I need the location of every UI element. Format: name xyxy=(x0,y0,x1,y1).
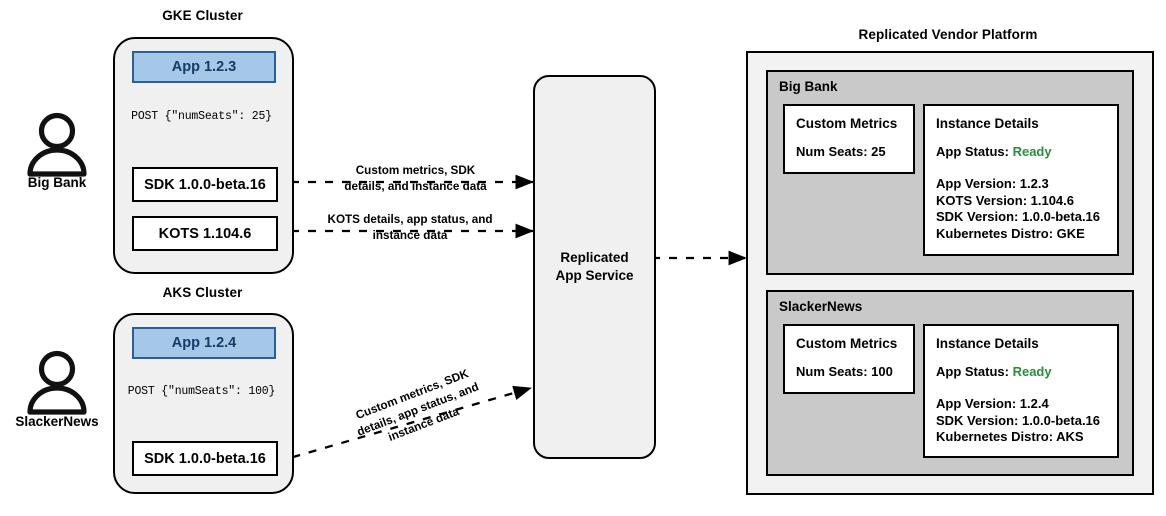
instance-details-panel-slackernews: Instance Details App Status: Ready App V… xyxy=(923,324,1119,458)
persona-label-big-bank: Big Bank xyxy=(27,175,87,190)
custom-metrics-title-slackernews: Custom Metrics xyxy=(796,336,898,351)
sdk-box-aks[interactable]: SDK 1.0.0-beta.16 xyxy=(132,441,278,476)
instance-details-panel-big-bank: Instance Details App Status: Ready App V… xyxy=(923,104,1119,256)
instance-details-row: SDK Version: 1.0.0-beta.16 xyxy=(936,209,1101,225)
person-icon xyxy=(27,350,87,415)
edge-label-kots-details: KOTS details, app status, and instance d… xyxy=(310,212,510,244)
platform-title: Replicated Vendor Platform xyxy=(858,27,1038,42)
custom-metrics-row-num-seats-slackernews: Num Seats: 100 xyxy=(796,364,893,379)
instance-details-row: KOTS Version: 1.104.6 xyxy=(936,192,1075,208)
edge-label-kots-details-line1: KOTS details, app status, and xyxy=(327,213,493,226)
replicated-app-service[interactable]: Replicated App Service xyxy=(533,75,656,459)
post-label-gke: POST {"numSeats": 25} xyxy=(131,110,272,123)
status-badge-big-bank: Ready xyxy=(1012,144,1052,159)
instance-details-title-big-bank: Instance Details xyxy=(936,116,1039,131)
app-box-aks-label: App 1.2.4 xyxy=(171,335,237,351)
custom-metrics-panel-slackernews: Custom Metrics Num Seats: 100 xyxy=(783,324,915,394)
kots-box-gke[interactable]: KOTS 1.104.6 xyxy=(132,216,278,251)
custom-metrics-title-big-bank: Custom Metrics xyxy=(796,116,898,131)
instance-details-status-label-big-bank: App Status: xyxy=(936,144,1009,159)
persona-label-slackernews: SlackerNews xyxy=(15,414,99,429)
instance-details-status-slackernews: App Status: Ready xyxy=(936,364,1052,381)
replicated-app-service-line2: App Service xyxy=(555,268,634,283)
edge-label-kots-details-line2: instance data xyxy=(372,228,448,242)
cluster-title-gke: GKE Cluster xyxy=(162,8,243,23)
edge-label-sdk-metrics-line1: Custom metrics, SDK xyxy=(355,164,476,177)
edge-label-sdk-metrics: Custom metrics, SDK details, and instanc… xyxy=(328,163,503,195)
replicated-app-service-label: Replicated App Service xyxy=(555,249,633,285)
sdk-box-gke[interactable]: SDK 1.0.0-beta.16 xyxy=(132,167,278,202)
person-icon xyxy=(27,112,87,177)
edge-label-sdk-metrics-line2: details, and instance data xyxy=(344,179,487,193)
tenant-name-slackernews: SlackerNews xyxy=(779,299,863,314)
instance-details-row: Kubernetes Distro: AKS xyxy=(936,429,1084,445)
app-box-gke[interactable]: App 1.2.3 xyxy=(132,51,276,83)
replicated-app-service-line1: Replicated xyxy=(560,249,629,265)
custom-metrics-panel-big-bank: Custom Metrics Num Seats: 25 xyxy=(783,104,915,174)
instance-details-row: App Version: 1.2.4 xyxy=(936,396,1049,411)
instance-details-status-label-slackernews: App Status: xyxy=(936,364,1009,379)
kots-box-gke-label: KOTS 1.104.6 xyxy=(158,225,252,242)
app-box-gke-label: App 1.2.3 xyxy=(171,59,237,75)
instance-details-title-slackernews: Instance Details xyxy=(936,336,1039,351)
instance-details-row: Kubernetes Distro: GKE xyxy=(936,225,1085,241)
instance-details-row: SDK Version: 1.0.0-beta.16 xyxy=(936,412,1101,428)
tenant-name-big-bank: Big Bank xyxy=(779,79,838,94)
custom-metrics-row-num-seats-big-bank: Num Seats: 25 xyxy=(796,144,886,159)
instance-details-rows-slackernews: App Version: 1.2.4 SDK Version: 1.0.0-be… xyxy=(936,396,1100,446)
sdk-box-gke-label: SDK 1.0.0-beta.16 xyxy=(144,176,266,193)
edge-label-aks-sdk: Custom metrics, SDK details, app status,… xyxy=(327,356,508,463)
app-box-aks[interactable]: App 1.2.4 xyxy=(132,327,276,359)
cluster-title-aks: AKS Cluster xyxy=(162,285,243,300)
instance-details-status-big-bank: App Status: Ready xyxy=(936,144,1052,161)
status-badge-slackernews: Ready xyxy=(1012,364,1052,379)
instance-details-row: App Version: 1.2.3 xyxy=(936,176,1049,191)
sdk-box-aks-label: SDK 1.0.0-beta.16 xyxy=(144,450,266,467)
post-label-aks: POST {"numSeats": 100} xyxy=(127,385,276,398)
instance-details-rows-big-bank: App Version: 1.2.3 KOTS Version: 1.104.6… xyxy=(936,176,1100,243)
